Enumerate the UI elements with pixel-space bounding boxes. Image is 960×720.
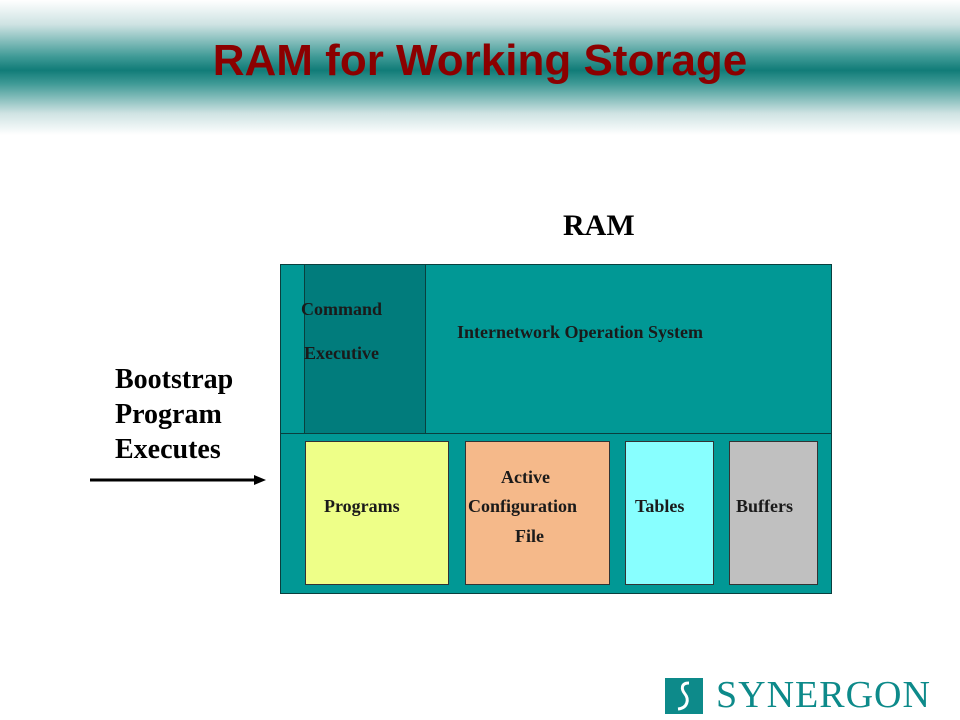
command-executive-region xyxy=(305,265,426,433)
bootstrap-arrow xyxy=(90,475,266,485)
tables-block xyxy=(625,441,714,585)
logo-s-icon xyxy=(677,681,690,711)
synergon-logo-text: SYNERGON xyxy=(716,674,931,716)
ram-label: RAM xyxy=(563,209,635,242)
header-band xyxy=(0,0,960,135)
slide-title: RAM for Working Storage xyxy=(212,36,748,85)
buffers-block xyxy=(729,441,818,585)
active-config-block xyxy=(465,441,610,585)
ram-divider xyxy=(281,433,831,434)
active-config-label-line3: File xyxy=(515,526,544,546)
arrow-head xyxy=(254,475,266,485)
synergon-logo-mark xyxy=(665,678,703,714)
programs-label: Programs xyxy=(324,496,400,516)
command-executive-label-line1: Command xyxy=(300,299,382,319)
ram-diagram: Command Executive Internetwork Operation… xyxy=(280,264,832,594)
bootstrap-line2: Program xyxy=(115,399,222,430)
tables-label: Tables xyxy=(635,496,685,516)
command-executive-label-line2: Executive xyxy=(304,343,379,363)
bootstrap-text: Bootstrap Program Executes xyxy=(115,362,233,467)
programs-block xyxy=(305,441,449,585)
bootstrap-line1: Bootstrap xyxy=(115,364,234,395)
left-strip xyxy=(281,265,305,433)
buffers-label: Buffers xyxy=(736,496,793,516)
ios-label: Internetwork Operation System xyxy=(457,322,703,342)
bootstrap-line3: Executes xyxy=(115,434,221,465)
active-config-label-line2: Configuration xyxy=(468,496,578,516)
active-config-label-line1: Active xyxy=(501,467,550,487)
